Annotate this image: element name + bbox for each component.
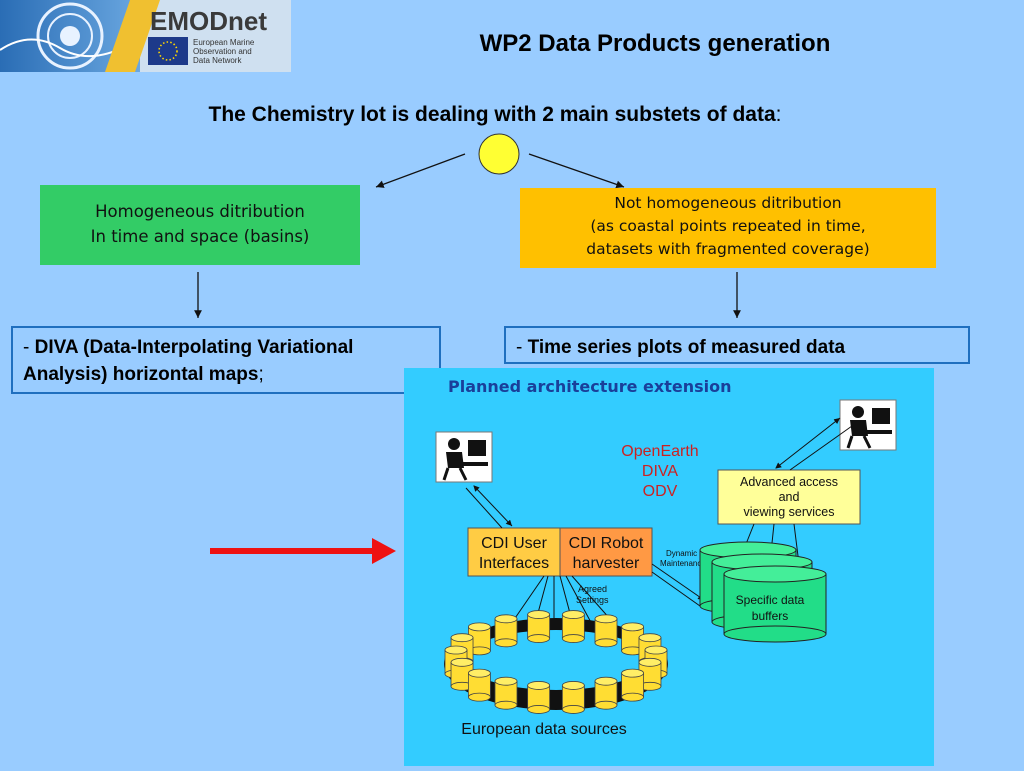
european-data-sources-icon: [444, 610, 668, 714]
time-series-box: - Time series plots of measured data: [504, 326, 970, 364]
subtitle-main: The Chemistry lot is dealing with 2 main…: [208, 103, 776, 126]
diva-suffix: ;: [258, 364, 264, 385]
arrow-to-homogeneous: [375, 153, 466, 188]
advanced-line-1: Advanced access: [740, 475, 838, 489]
user-workstation-icon: [435, 431, 493, 483]
logo-wave-icon: [0, 2, 131, 70]
homogeneous-box: Homogeneous ditribution In time and spac…: [40, 185, 360, 265]
diva-line-1: DIVA (Data-Interpolating Variational: [34, 337, 354, 358]
buffers-line-1: Specific data: [736, 593, 805, 607]
cdi-user-line-1: CDI User: [481, 535, 547, 552]
eu-flag-icon: [148, 37, 188, 65]
tool-openearth: OpenEarth: [621, 443, 698, 460]
dynamic-line-1: Dynamic: [666, 549, 697, 558]
cdi-robot-line-1: CDI Robot: [569, 535, 644, 552]
logo-name: EMODnet: [150, 6, 267, 36]
diva-prefix: -: [23, 337, 35, 358]
sources-label: European data sources: [461, 721, 626, 738]
user-workstation-icon-2: [839, 399, 897, 451]
time-series-text: Time series plots of measured data: [527, 337, 846, 358]
architecture-diagram: Planned architecture extension OpenEarth…: [435, 377, 897, 738]
red-arrow-icon: [210, 538, 396, 564]
logo-line-1: European Marine: [193, 38, 255, 47]
agreed-line-2: Settings: [576, 595, 609, 605]
slide-subtitle: The Chemistry lot is dealing with 2 main…: [40, 103, 950, 127]
arrow-to-non-homogeneous: [528, 153, 625, 189]
buffers-line-2: buffers: [752, 609, 788, 623]
slide-title: WP2 Data Products generation: [479, 30, 831, 57]
subtitle-colon: :: [775, 103, 782, 126]
diva-line-2: Analysis) horizontal maps: [23, 364, 259, 385]
time-series-prefix: -: [516, 337, 528, 358]
architecture-heading: Planned architecture extension: [448, 377, 732, 396]
non-homogeneous-line-2: (as coastal points repeated in time,: [590, 217, 866, 235]
agreed-line-1: Agreed: [578, 584, 607, 594]
logo-line-2: Observation and: [193, 47, 252, 56]
diva-maps-box: - DIVA (Data-Interpolating Variational A…: [11, 326, 441, 394]
non-homogeneous-line-3: datasets with fragmented coverage): [586, 240, 870, 258]
tool-diva: DIVA: [642, 463, 678, 480]
advanced-line-3: viewing services: [743, 505, 834, 519]
architecture-panel: Planned architecture extension OpenEarth…: [404, 368, 934, 766]
tool-odv: ODV: [643, 483, 678, 500]
cdi-user-line-2: Interfaces: [479, 555, 549, 572]
logo-line-3: Data Network: [193, 56, 242, 65]
advanced-line-2: and: [779, 490, 800, 504]
homogeneous-line-2: In time and space (basins): [90, 227, 310, 246]
non-homogeneous-box: Not homogeneous ditribution (as coastal …: [520, 188, 936, 268]
homogeneous-line-1: Homogeneous ditribution: [95, 202, 305, 221]
sun-icon: [478, 133, 520, 175]
non-homogeneous-line-1: Not homogeneous ditribution: [614, 194, 842, 212]
data-buffers-icon: [699, 541, 827, 643]
dynamic-line-2: Maintenance: [660, 559, 706, 568]
cdi-robot-line-2: harvester: [573, 555, 640, 572]
emodnet-logo: EMODnet European Marine Observation and …: [0, 0, 291, 72]
